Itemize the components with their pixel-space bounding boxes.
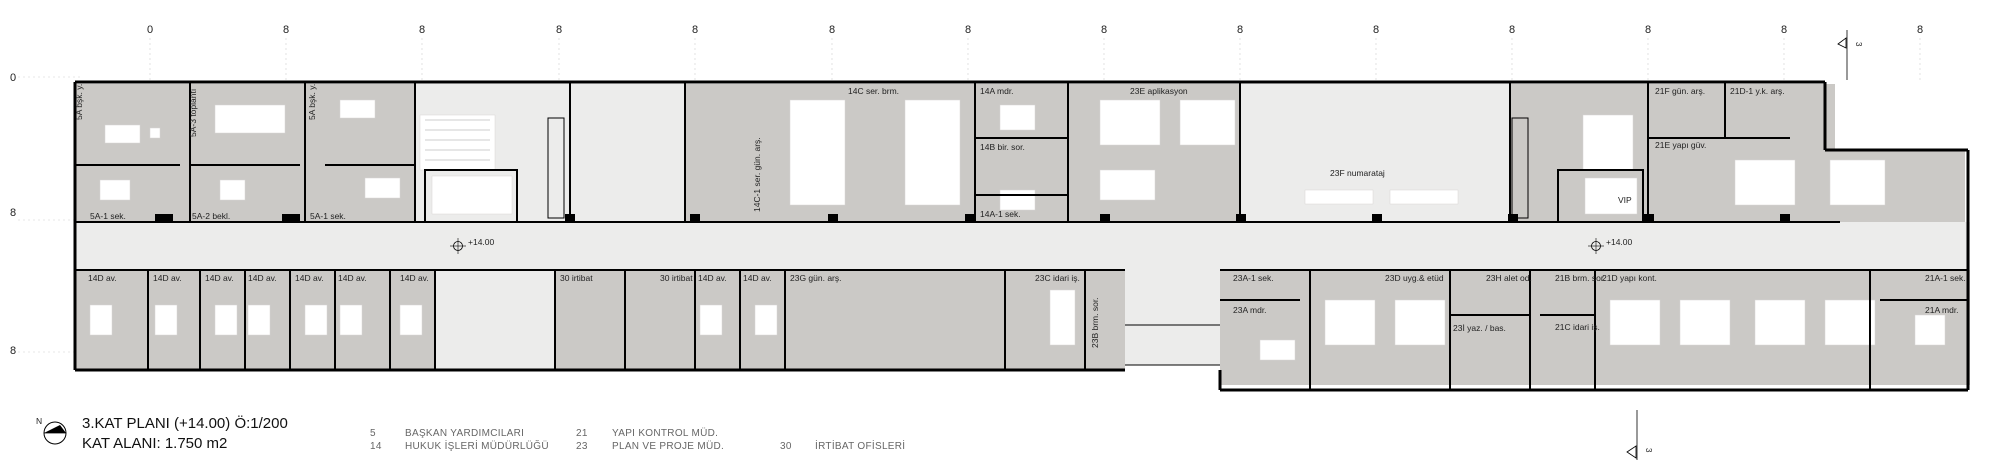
grid-num-13: 8 bbox=[1917, 24, 1923, 36]
grid-num-6: 8 bbox=[965, 24, 971, 36]
room-label: 21D yapı kont. bbox=[1602, 273, 1657, 283]
room-label: 23H alet od. bbox=[1486, 273, 1532, 283]
room-label: 14D av. bbox=[338, 273, 367, 283]
room-label: 14D av. bbox=[205, 273, 234, 283]
grid-num-0: 0 bbox=[147, 24, 153, 36]
room-label: 21F gün. arş. bbox=[1655, 86, 1705, 96]
legend-num: 5 bbox=[370, 428, 376, 439]
room-labels-top: 5A bşk. y. 5A-3 toplantı 5A bşk. y. 5A-1… bbox=[74, 84, 1785, 221]
grid-num-12: 8 bbox=[1781, 24, 1787, 36]
plan-title: 3.KAT PLANI (+14.00) Ö:1/200 bbox=[82, 414, 288, 432]
furniture bbox=[89, 99, 1946, 361]
grid-num-4: 8 bbox=[692, 24, 698, 36]
room-label: 21C idari iş. bbox=[1555, 322, 1600, 332]
room-label: 23İ yaz. / bas. bbox=[1453, 323, 1506, 333]
legend-num: 21 bbox=[576, 428, 588, 439]
grid-num-left-2: 8 bbox=[10, 345, 16, 357]
grid-num-8: 8 bbox=[1237, 24, 1243, 36]
grid-num-3: 8 bbox=[556, 24, 562, 36]
room-label: 14D av. bbox=[88, 273, 117, 283]
room-label: 21A mdr. bbox=[1925, 305, 1959, 315]
room-label: 5A-1 sek. bbox=[90, 211, 126, 221]
legend: 5 BAŞKAN YARDIMCILARI 14 HUKUK İŞLERİ MÜ… bbox=[370, 427, 905, 452]
section-marker-top: 3 bbox=[1837, 30, 1863, 80]
room-label: 23B brm. sor. bbox=[1090, 297, 1100, 348]
walls bbox=[73, 80, 1970, 392]
room-label: 5A bşk. y. bbox=[74, 84, 84, 120]
grid-num-left-1: 8 bbox=[10, 207, 16, 219]
legend-num: 23 bbox=[576, 441, 588, 452]
room-label: 23E aplikasyon bbox=[1130, 86, 1188, 96]
grid-axes: 0 8 8 8 8 8 8 8 8 8 8 8 8 8 0 8 8 bbox=[10, 24, 1923, 357]
grid-num-11: 8 bbox=[1645, 24, 1651, 36]
room-label: 14D av. bbox=[698, 273, 727, 283]
room-label: 14A mdr. bbox=[980, 86, 1014, 96]
room-label: 14D av. bbox=[248, 273, 277, 283]
columns bbox=[155, 214, 1790, 223]
legend-name: İRTİBAT OFİSLERİ bbox=[815, 439, 905, 452]
legend-num: 14 bbox=[370, 441, 382, 452]
grid-num-10: 8 bbox=[1509, 24, 1515, 36]
room-labels-bottom: 14D av. 14D av. 14D av. 14D av. 14D av. … bbox=[88, 273, 1966, 348]
room-label: 5A-3 toplantı bbox=[188, 89, 198, 137]
legend-name: HUKUK İŞLERİ MÜDÜRLÜĞÜ bbox=[405, 439, 549, 452]
room-label: 14D av. bbox=[400, 273, 429, 283]
north-label: N bbox=[36, 416, 42, 426]
legend-name: BAŞKAN YARDIMCILARI bbox=[405, 428, 524, 439]
room-label: VIP bbox=[1618, 195, 1632, 205]
room-label: 21D-1 y.k. arş. bbox=[1730, 86, 1785, 96]
room-label: 30 irtibat bbox=[660, 273, 693, 283]
room-label: 21B brm. sor. bbox=[1555, 273, 1606, 283]
room-label: 14A-1 sek. bbox=[980, 209, 1021, 219]
grid-num-2: 8 bbox=[419, 24, 425, 36]
room-label: 21E yapı güv. bbox=[1655, 140, 1706, 150]
north-arrow: N bbox=[36, 416, 67, 445]
grid-num-left-0: 0 bbox=[10, 72, 16, 84]
room-label: 23A-1 sek. bbox=[1233, 273, 1274, 283]
grid-num-5: 8 bbox=[829, 24, 835, 36]
room-label: 21A-1 sek. bbox=[1925, 273, 1966, 283]
room-label: 30 irtibat bbox=[560, 273, 593, 283]
room-label: 5A bşk. y. bbox=[307, 84, 317, 120]
legend-name: PLAN VE PROJE MÜD. bbox=[612, 440, 724, 452]
legend-num: 30 bbox=[780, 441, 792, 452]
grid-num-1: 8 bbox=[283, 24, 289, 36]
legend-name: YAPI KONTROL MÜD. bbox=[612, 427, 718, 439]
grid-num-9: 8 bbox=[1373, 24, 1379, 36]
room-label: 14C-1 ser. gün. arş. bbox=[752, 137, 762, 212]
room-label: 5A-2 bekl. bbox=[192, 211, 230, 221]
room-label: 14B bir. sor. bbox=[980, 142, 1025, 152]
room-label: 23C idari iş. bbox=[1035, 273, 1080, 283]
room-label: 23D uyg.& etüd bbox=[1385, 273, 1444, 283]
room-label: 5A-1 sek. bbox=[310, 211, 346, 221]
elevation-label: +14.00 bbox=[1606, 237, 1633, 247]
room-label: 14D av. bbox=[743, 273, 772, 283]
elevation-marks: +14.00 +14.00 bbox=[450, 237, 1633, 254]
section-number: 3 bbox=[1644, 448, 1653, 453]
room-label: 14D av. bbox=[153, 273, 182, 283]
room-label: 14D av. bbox=[295, 273, 324, 283]
plan-area: KAT ALANI: 1.750 m2 bbox=[82, 435, 227, 452]
section-number: 3 bbox=[1854, 42, 1863, 47]
room-label: 14C ser. brm. bbox=[848, 86, 899, 96]
elevation-label: +14.00 bbox=[468, 237, 495, 247]
grid-num-7: 8 bbox=[1101, 24, 1107, 36]
room-label: 23A mdr. bbox=[1233, 305, 1267, 315]
section-marker-bottom: 3 bbox=[1626, 410, 1653, 460]
room-label: 23G gün. arş. bbox=[790, 273, 842, 283]
room-label: 23F numarataj bbox=[1330, 168, 1385, 178]
